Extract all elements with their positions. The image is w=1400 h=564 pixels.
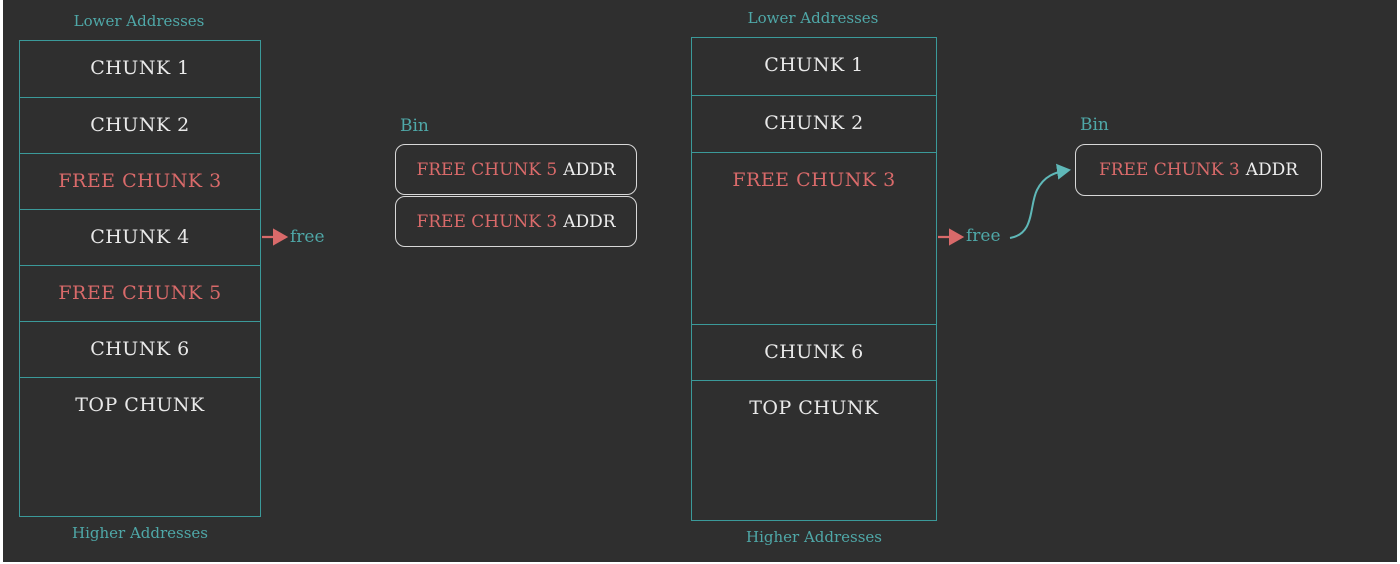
left-free-chunk-3: FREE CHUNK 3 — [20, 153, 260, 209]
left-free-chunk-5: FREE CHUNK 5 — [20, 265, 260, 321]
right-free-label: free — [966, 226, 1001, 246]
left-chunk-2: CHUNK 2 — [20, 97, 260, 153]
bin-entry-chunk: FREE CHUNK 3 — [416, 211, 558, 232]
left-top-chunk: TOP CHUNK — [20, 377, 260, 517]
right-chunk-6: CHUNK 6 — [692, 324, 936, 380]
left-chunk-1: CHUNK 1 — [90, 57, 190, 79]
bin-entry-chunk: FREE CHUNK 3 — [1098, 160, 1240, 180]
right-top-chunk: TOP CHUNK — [692, 380, 936, 521]
right-chunk-1: CHUNK 1 — [764, 54, 864, 76]
bin-entry-chunk: FREE CHUNK 5 — [416, 159, 558, 180]
right-bin-entry-1: FREE CHUNK 3 ADDR — [1075, 144, 1322, 196]
right-chunk-2: CHUNK 2 — [692, 95, 936, 152]
right-heap-memory: CHUNK 1 CHUNK 2 FREE CHUNK 3 CHUNK 6 TOP… — [691, 37, 937, 521]
right-higher-addresses-label: Higher Addresses — [745, 528, 883, 546]
left-free-label: free — [290, 227, 325, 247]
right-bin-title: Bin — [1080, 115, 1109, 135]
right-lower-addresses-label: Lower Addresses — [747, 9, 879, 27]
left-bin-title: Bin — [400, 116, 429, 136]
diagram-canvas: Lower Addresses CHUNK 1 CHUNK 2 FREE CHU… — [3, 0, 1397, 562]
bin-entry-suffix: ADDR — [1245, 160, 1299, 180]
left-chunk-6: CHUNK 6 — [20, 321, 260, 377]
right-free-chunk-3: FREE CHUNK 3 — [692, 152, 936, 324]
curved-bin-arrow-icon — [1009, 163, 1071, 239]
bin-entry-suffix: ADDR — [563, 159, 616, 180]
bin-entry-suffix: ADDR — [563, 211, 616, 232]
left-heap-memory: CHUNK 1 CHUNK 2 FREE CHUNK 3 CHUNK 4 FRE… — [19, 40, 261, 517]
arrows-layer — [262, 163, 1071, 246]
left-higher-addresses-label: Higher Addresses — [71, 524, 209, 542]
left-lower-addresses-label: Lower Addresses — [73, 12, 205, 30]
left-bin-entry-1: FREE CHUNK 5 ADDR — [395, 144, 637, 195]
left-bin-entry-2: FREE CHUNK 3 ADDR — [395, 196, 637, 247]
left-chunk-4: CHUNK 4 — [20, 209, 260, 265]
